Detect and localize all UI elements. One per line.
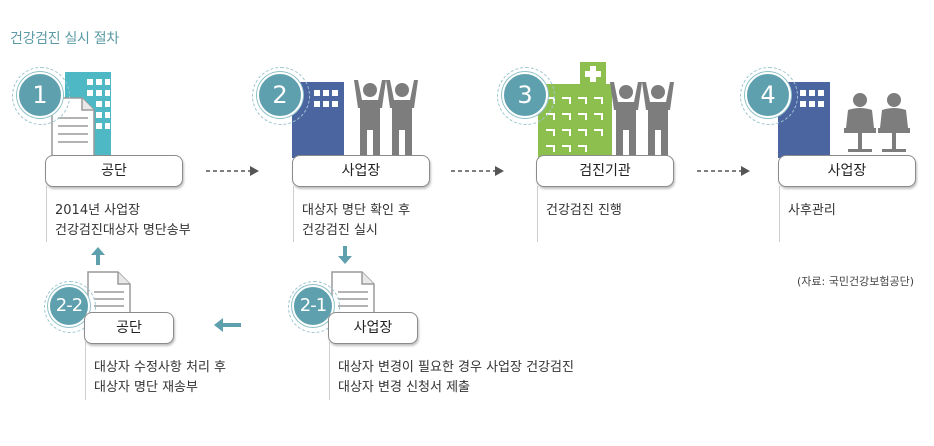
- step-badge: 2-2: [48, 285, 90, 327]
- step-badge: 2: [257, 72, 303, 118]
- document-icon: [331, 271, 375, 319]
- workplace-meeting-illustration: [778, 82, 910, 158]
- step-label: 사업장: [778, 155, 916, 187]
- arrow-right-icon: [697, 166, 750, 176]
- step-description: 사후관리: [788, 203, 836, 218]
- step-badge: 1: [17, 72, 63, 118]
- arrow-right-icon: [451, 166, 504, 176]
- document-building-illustration: [51, 72, 111, 158]
- source-note: (자료: 국민건강보험공단): [797, 275, 914, 288]
- step-label: 사업장: [328, 312, 418, 344]
- step-badge: 3: [502, 72, 548, 118]
- step-label: 공단: [45, 155, 183, 187]
- step-label: 공단: [84, 312, 174, 344]
- arrow-left-icon: [214, 318, 241, 332]
- step-badge: 2-1: [292, 285, 334, 327]
- document-icon: [87, 271, 131, 319]
- workplace-people-illustration: [292, 80, 418, 158]
- step-badge: 4: [745, 72, 791, 118]
- diagram-title: 건강검진 실시 절차: [10, 31, 119, 47]
- step-description: 건강검진 진행: [546, 203, 622, 218]
- hospital-people-illustration: [538, 62, 674, 158]
- step-label: 사업장: [292, 155, 430, 187]
- arrow-down-icon: [338, 246, 352, 264]
- arrow-up-icon: [91, 247, 105, 265]
- arrow-right-icon: [206, 166, 259, 176]
- step-label: 검진기관: [536, 155, 674, 187]
